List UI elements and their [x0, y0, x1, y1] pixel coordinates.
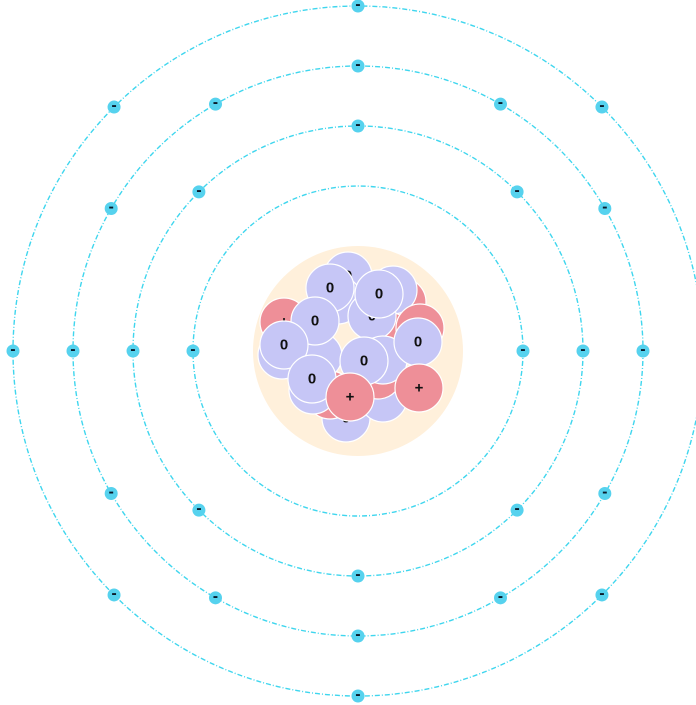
neutron-charge-label: 0: [308, 371, 316, 388]
electron: -: [352, 58, 365, 73]
electron-charge-label: -: [130, 343, 135, 358]
electron: -: [517, 343, 530, 358]
electron-charge-label: -: [196, 184, 201, 199]
electron-charge-label: -: [520, 343, 525, 358]
electron: -: [598, 201, 611, 216]
electron-charge-label: -: [70, 343, 75, 358]
electron-charge-label: -: [602, 486, 607, 501]
electron-charge-label: -: [196, 502, 201, 517]
electron: -: [67, 343, 80, 358]
proton-charge-label: +: [415, 380, 424, 397]
electron-charge-label: -: [355, 688, 360, 703]
neutron-charge-label: 0: [375, 286, 383, 303]
electron: -: [209, 590, 222, 605]
electron: -: [209, 96, 222, 111]
electron: -: [127, 343, 140, 358]
electron: -: [192, 184, 205, 199]
electron: -: [352, 568, 365, 583]
neutron: 0: [355, 270, 403, 318]
electron-charge-label: -: [108, 486, 113, 501]
proton: +: [395, 364, 443, 412]
electron-charge-label: -: [580, 343, 585, 358]
electron-charge-label: -: [355, 58, 360, 73]
neutron: 0: [394, 318, 442, 366]
electron-charge-label: -: [355, 0, 360, 13]
electron: -: [352, 628, 365, 643]
electron-charge-label: -: [498, 96, 503, 111]
electron: -: [577, 343, 590, 358]
electron-charge-label: -: [640, 343, 645, 358]
neutron-charge-label: 0: [280, 337, 288, 354]
neutron-charge-label: 0: [414, 334, 422, 351]
neutron-charge-label: 0: [311, 313, 319, 330]
electron-charge-label: -: [599, 99, 604, 114]
electron: -: [494, 590, 507, 605]
electron: -: [494, 96, 507, 111]
electron: -: [352, 688, 365, 703]
electron-charge-label: -: [355, 568, 360, 583]
electron-charge-label: -: [514, 184, 519, 199]
neutron-charge-label: 0: [326, 280, 334, 297]
electron-charge-label: -: [599, 587, 604, 602]
electron-charge-label: -: [213, 96, 218, 111]
neutron-charge-label: 0: [360, 353, 368, 370]
electron: -: [108, 587, 121, 602]
electron: -: [637, 343, 650, 358]
electron: -: [7, 343, 20, 358]
electron: -: [352, 0, 365, 13]
electron-charge-label: -: [602, 201, 607, 216]
electron: -: [105, 486, 118, 501]
nucleus: 0+000000000++: [253, 246, 463, 456]
electron-charge-label: -: [514, 502, 519, 517]
electron-charge-label: -: [10, 343, 15, 358]
electron-charge-label: -: [190, 343, 195, 358]
proton-charge-label: +: [346, 389, 355, 406]
electron-charge-label: -: [213, 590, 218, 605]
electron-charge-label: -: [355, 118, 360, 133]
electron-charge-label: -: [108, 201, 113, 216]
electron-charge-label: -: [111, 99, 116, 114]
proton: +: [326, 373, 374, 421]
electron: -: [598, 486, 611, 501]
electron: -: [352, 118, 365, 133]
electron-charge-label: -: [355, 628, 360, 643]
electron-charge-label: -: [111, 587, 116, 602]
electron: -: [105, 201, 118, 216]
electron: -: [187, 343, 200, 358]
electron-charge-label: -: [498, 590, 503, 605]
